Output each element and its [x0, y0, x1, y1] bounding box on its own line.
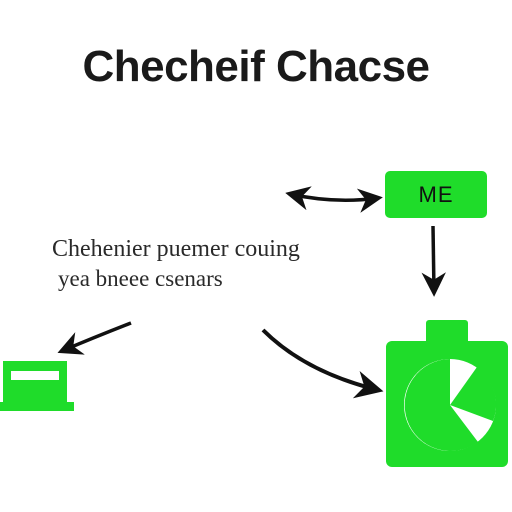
down-arrow — [421, 225, 446, 297]
double-arrow — [285, 186, 383, 213]
laptop-icon — [0, 361, 74, 411]
arrow-to-laptop — [57, 321, 132, 355]
clock-container-icon — [386, 320, 508, 467]
me-box: ME — [385, 171, 487, 218]
caption-line-2: yea bneee csenars — [58, 266, 223, 291]
arrow-to-container — [261, 328, 384, 399]
caption-line-1: Chehenier puemer couing — [52, 236, 300, 262]
caption: Chehenier puemer couing yea bneee csenar… — [52, 234, 392, 294]
me-box-label: ME — [418, 181, 454, 207]
diagram-title: Checheif Chacse — [82, 42, 430, 91]
